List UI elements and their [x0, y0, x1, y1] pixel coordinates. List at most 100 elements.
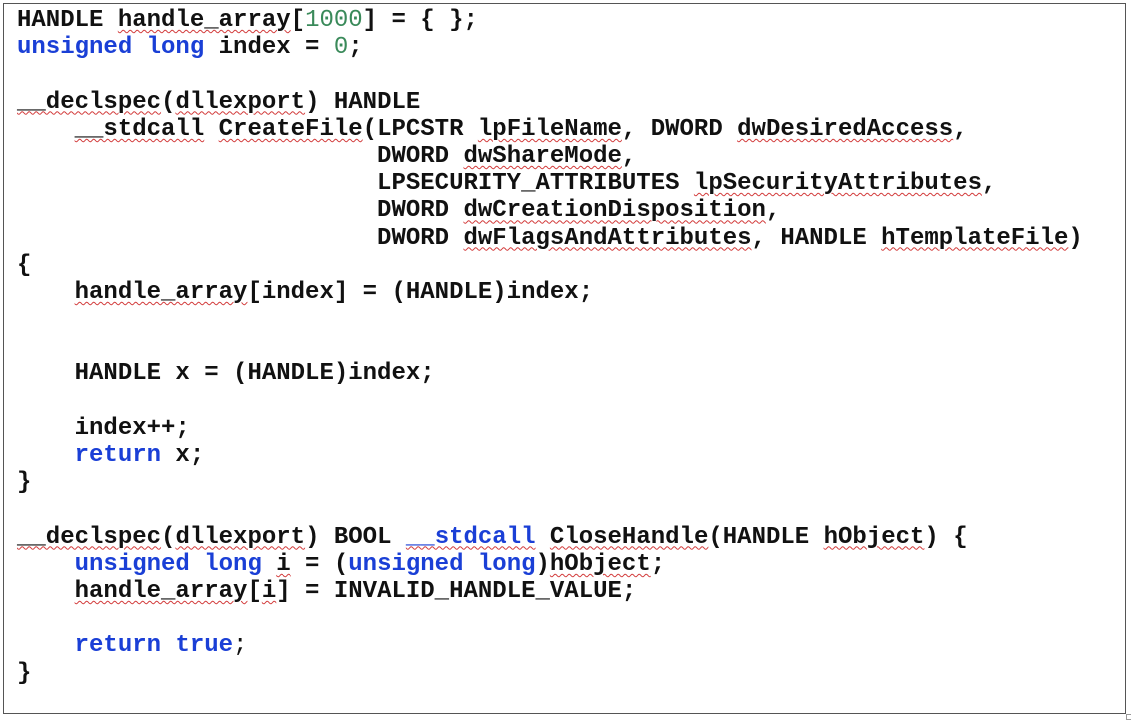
- code-number: 0: [333, 34, 349, 62]
- code-text: , HANDLE: [751, 224, 882, 252]
- resize-handle[interactable]: [1126, 714, 1131, 720]
- code-keyword: long: [477, 550, 536, 578]
- code-text: [204, 116, 218, 143]
- code-line: DWORD dwCreationDisposition,: [17, 197, 1083, 224]
- blank-line: [17, 388, 1083, 415]
- code-text: [161, 632, 175, 659]
- code-text: ,: [765, 197, 781, 225]
- code-keyword: unsigned: [348, 550, 464, 578]
- code-text: LPSECURITY_ATTRIBUTES: [17, 170, 694, 198]
- code-identifier-misspelled: dllexport: [175, 523, 306, 551]
- code-identifier-misspelled: dwDesiredAccess: [737, 115, 954, 143]
- code-line: }: [17, 469, 1083, 496]
- code-text: ) {: [924, 523, 968, 551]
- code-block: HANDLE handle_array[1000] = { };unsigned…: [17, 7, 1083, 687]
- code-text: ;: [650, 550, 666, 578]
- code-line: return true;: [17, 632, 1083, 659]
- code-line: return x;: [17, 442, 1083, 469]
- code-text: [17, 116, 75, 143]
- code-line: __declspec(dllexport) HANDLE: [17, 89, 1083, 116]
- code-text: ] = { };: [362, 7, 478, 34]
- code-identifier-misspelled: lpSecurityAttributes: [693, 170, 982, 198]
- code-keyword: __stdcall: [405, 523, 536, 551]
- blank-line: [17, 333, 1083, 360]
- code-text: [536, 524, 550, 551]
- code-text: [463, 551, 477, 578]
- code-line: unsigned long index = 0;: [17, 34, 1083, 61]
- code-identifier-misspelled: __stdcall: [74, 115, 205, 143]
- code-text: (HANDLE: [708, 523, 824, 551]
- code-text: HANDLE: [17, 7, 118, 34]
- code-line: handle_array[i] = INVALID_HANDLE_VALUE;: [17, 578, 1083, 605]
- code-line: DWORD dwShareMode,: [17, 143, 1083, 170]
- code-text: ,: [953, 115, 968, 143]
- code-text: = (: [290, 550, 349, 578]
- code-text: [262, 551, 276, 578]
- code-text: [132, 34, 146, 61]
- code-identifier-misspelled: __declspec: [17, 523, 162, 551]
- code-line: DWORD dwFlagsAndAttributes, HANDLE hTemp…: [17, 225, 1083, 252]
- code-identifier-misspelled: __declspec: [17, 88, 162, 116]
- code-line: LPSECURITY_ATTRIBUTES lpSecurityAttribut…: [17, 170, 1083, 197]
- code-identifier-misspelled: i: [276, 550, 291, 578]
- code-identifier-misspelled: dwFlagsAndAttributes: [463, 224, 752, 252]
- code-identifier-misspelled: dwCreationDisposition: [463, 197, 766, 225]
- blank-line: [17, 605, 1083, 632]
- code-text: index =: [204, 34, 334, 62]
- code-text: [17, 632, 75, 659]
- code-text: HANDLE x = (HANDLE)index;: [17, 360, 435, 388]
- code-identifier-misspelled: hObject: [549, 550, 651, 578]
- code-line: __stdcall CreateFile(LPCSTR lpFileName, …: [17, 116, 1083, 143]
- code-text: DWORD: [17, 197, 464, 225]
- blank-line: [17, 61, 1083, 88]
- code-identifier-misspelled: hObject: [823, 523, 925, 551]
- code-line: {: [17, 252, 1083, 279]
- code-identifier-misspelled: hTemplateFile: [881, 224, 1069, 252]
- code-line: HANDLE handle_array[1000] = { };: [17, 7, 1083, 34]
- code-identifier-misspelled: dllexport: [175, 88, 306, 116]
- code-text: }: [17, 659, 32, 687]
- code-identifier-misspelled: dwShareMode: [463, 142, 622, 170]
- blank-line: [17, 306, 1083, 333]
- code-text: DWORD: [17, 142, 464, 170]
- code-text: [17, 551, 75, 578]
- code-keyword: unsigned: [17, 34, 133, 62]
- code-text: (: [161, 88, 176, 116]
- code-identifier-misspelled: handle_array: [74, 278, 248, 306]
- code-text: DWORD: [17, 224, 464, 252]
- code-text: [190, 551, 204, 578]
- code-keyword: long: [146, 34, 205, 62]
- code-text: {: [17, 251, 32, 279]
- code-text: ;: [348, 34, 363, 62]
- code-number: 1000: [305, 7, 363, 34]
- code-text: (: [161, 523, 176, 551]
- code-keyword: return: [74, 442, 162, 469]
- code-line: index++;: [17, 415, 1083, 442]
- code-text: [index] = (HANDLE)index;: [247, 278, 594, 306]
- code-line: unsigned long i = (unsigned long)hObject…: [17, 551, 1083, 578]
- code-text: ) BOOL: [305, 523, 406, 551]
- code-text: }: [17, 469, 32, 497]
- code-text: [: [290, 7, 306, 34]
- code-line: handle_array[index] = (HANDLE)index;: [17, 279, 1083, 306]
- code-keyword: true: [175, 632, 234, 660]
- code-line: HANDLE x = (HANDLE)index;: [17, 360, 1083, 387]
- code-text: [17, 442, 75, 469]
- code-keyword: unsigned: [74, 550, 190, 578]
- code-text: ): [535, 550, 550, 578]
- code-text: [17, 279, 75, 306]
- code-identifier-misspelled: CreateFile: [218, 115, 363, 143]
- code-snippet-frame: HANDLE handle_array[1000] = { };unsigned…: [3, 3, 1126, 714]
- code-identifier-misspelled: handle_array: [117, 7, 291, 34]
- code-text: (LPCSTR: [362, 115, 478, 143]
- code-line: }: [17, 660, 1083, 687]
- code-text: [17, 578, 75, 605]
- code-text: x;: [161, 442, 205, 469]
- code-text: ;: [233, 632, 248, 660]
- code-text: , DWORD: [621, 115, 738, 143]
- code-text: ,: [981, 170, 997, 198]
- code-text: index++;: [17, 414, 190, 442]
- code-text: ): [1068, 224, 1083, 252]
- code-identifier-misspelled: handle_array: [74, 577, 248, 605]
- code-identifier-misspelled: lpFileName: [477, 115, 622, 143]
